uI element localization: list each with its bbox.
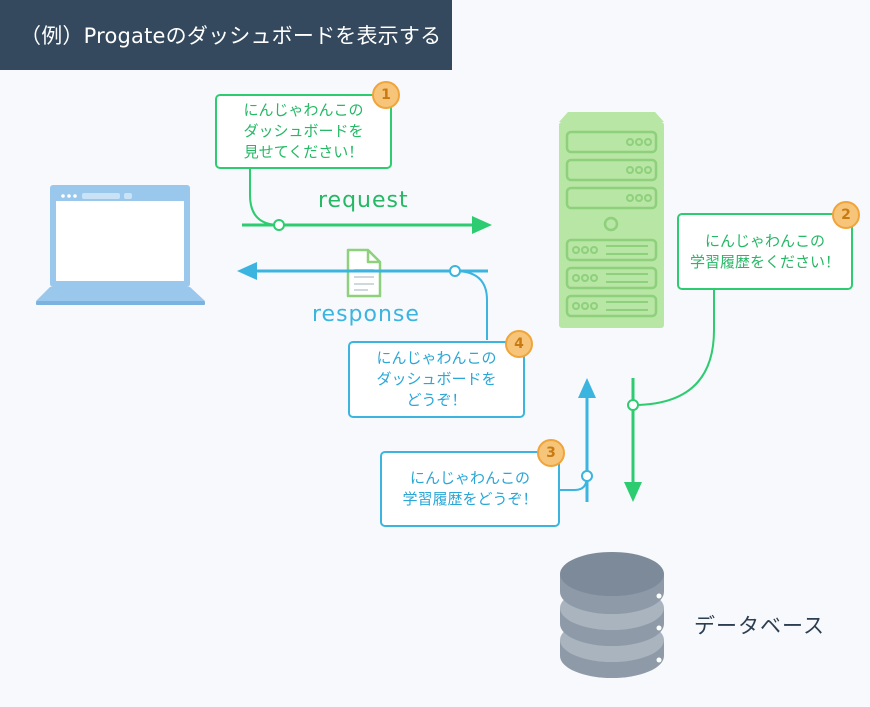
- bubble-line: 学習履歴をください！: [689, 252, 840, 271]
- bubble-line: ダッシュボードを: [243, 122, 364, 140]
- bubble-return-dashboard: にんじゃわんこの ダッシュボードを どうぞ！: [348, 341, 525, 418]
- connector-4: [454, 270, 488, 340]
- request-label: request: [318, 188, 409, 213]
- step-badge-2: 2: [832, 201, 860, 229]
- page-title: （例）Progateのダッシュボードを表示する: [0, 0, 452, 70]
- bubble-request-history: にんじゃわんこの 学習履歴をください！: [677, 213, 853, 290]
- step-badge-1: 1: [372, 81, 400, 109]
- bubble-return-history: にんじゃわんこの 学習履歴をどうぞ！: [380, 451, 560, 527]
- database-icon: [560, 552, 664, 678]
- bubble-line: にんじゃわんこの: [409, 469, 530, 487]
- connector-2: [632, 290, 715, 406]
- database-label: データベース: [694, 614, 825, 638]
- bubble-line: にんじゃわんこの: [243, 101, 364, 119]
- bubble-line: どうぞ！: [406, 391, 467, 409]
- bubble-line: ダッシュボードを: [376, 370, 497, 388]
- query-arrow: [624, 378, 642, 502]
- laptop-icon: [36, 185, 205, 305]
- bubble-request-dashboard: にんじゃわんこの ダッシュボードを 見せてください！: [215, 94, 392, 169]
- connector-1: [249, 168, 280, 226]
- bubble-line: 見せてください！: [243, 143, 364, 161]
- bubble-line: にんじゃわんこの: [704, 231, 825, 250]
- result-arrow: [578, 378, 596, 502]
- document-icon: [346, 248, 382, 298]
- step-badge-3: 3: [537, 439, 565, 467]
- bubble-line: 学習履歴をどうぞ！: [402, 490, 538, 508]
- server-icon: [559, 112, 664, 328]
- response-label: response: [312, 302, 420, 327]
- bubble-line: にんじゃわんこの: [376, 349, 497, 367]
- step-badge-4: 4: [505, 330, 533, 358]
